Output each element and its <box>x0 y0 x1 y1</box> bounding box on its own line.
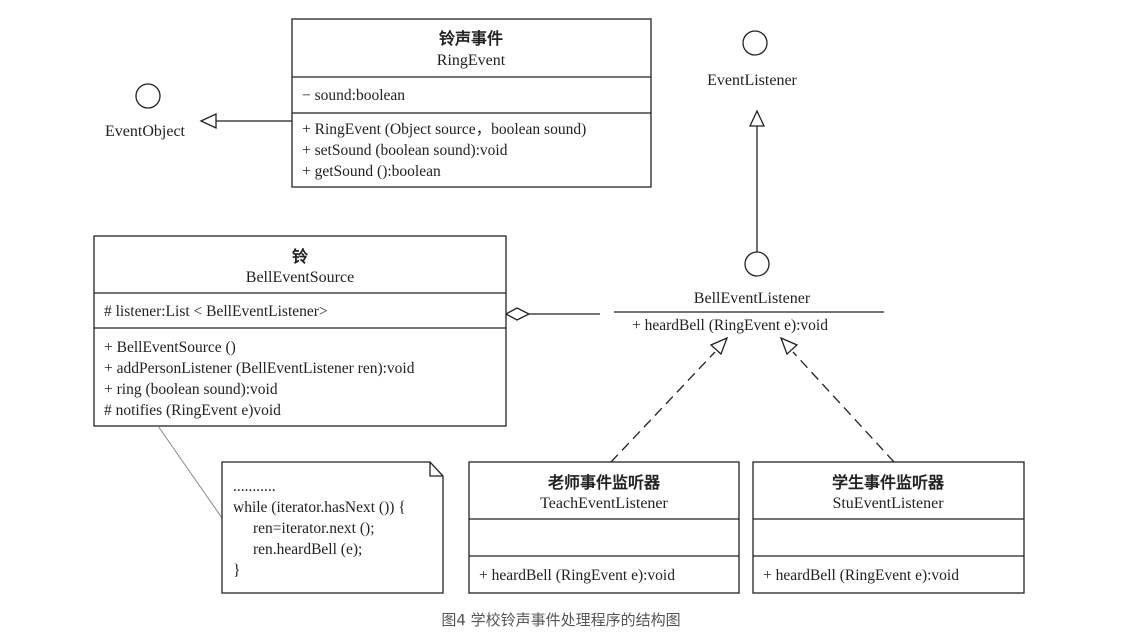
stu-en-name: StuEventListener <box>832 495 944 512</box>
event-object-interface: EventObject <box>105 83 186 140</box>
event-object-circle <box>135 83 161 109</box>
note-line: } <box>233 562 240 579</box>
teach-realization-line <box>610 351 716 463</box>
bell-event-source-en-name: BellEventSource <box>246 269 354 286</box>
ring-event-cn-name: 铃声事件 <box>439 29 503 48</box>
ring-event-attr: − sound:boolean <box>302 87 405 104</box>
ring-event-box <box>291 18 652 188</box>
teach-event-listener-box <box>468 461 740 594</box>
event-listener-circle <box>742 30 768 56</box>
bell-event-source-box <box>93 235 507 427</box>
code-note: ........... while (iterator.hasNext ()) … <box>221 461 444 594</box>
bell-event-source-op: + addPersonListener (BellEventListener r… <box>104 360 415 377</box>
ring-event-op: + getSound ():boolean <box>302 163 441 180</box>
event-listener-label: EventListener <box>707 72 797 89</box>
note-box <box>221 461 444 594</box>
bell-event-source-op: # notifies (RingEvent e)void <box>104 402 281 419</box>
ring-event-class: 铃声事件 RingEvent − sound:boolean + RingEve… <box>291 18 652 188</box>
listener-generalization <box>748 109 766 252</box>
aggregation <box>504 307 600 321</box>
bell-event-source-class: 铃 BellEventSource # listener:List < Bell… <box>93 235 507 427</box>
stu-cn-name: 学生事件监听器 <box>832 473 945 492</box>
teach-op: + heardBell (RingEvent e):void <box>479 567 675 584</box>
stu-event-listener-class: 学生事件监听器 StuEventListener + heardBell (Ri… <box>752 461 1025 594</box>
bell-event-source-cn-name: 铃 <box>292 247 308 266</box>
ring-event-en-name: RingEvent <box>437 52 506 69</box>
note-line: ........... <box>233 478 276 495</box>
teach-realization-arrowhead <box>709 336 729 356</box>
bell-event-source-op: + ring (boolean sound):void <box>104 381 278 398</box>
note-line: while (iterator.hasNext ()) { <box>233 499 406 516</box>
teach-event-listener-class: 老师事件监听器 TeachEventListener + heardBell (… <box>468 461 740 594</box>
ring-event-op: + RingEvent (Object source，boolean sound… <box>302 121 586 138</box>
listener-generalization-arrowhead <box>748 109 766 127</box>
aggregation-diamond <box>504 307 531 321</box>
bell-event-listener-label: BellEventListener <box>694 290 811 307</box>
note-fold <box>429 462 443 477</box>
stu-op: + heardBell (RingEvent e):void <box>763 567 959 584</box>
teach-en-name: TeachEventListener <box>540 495 668 512</box>
generalization-arrowhead <box>199 112 217 130</box>
teach-realization <box>610 336 729 463</box>
event-object-label: EventObject <box>105 123 186 140</box>
stu-event-listener-box <box>752 461 1025 594</box>
event-listener-interface: EventListener <box>707 30 798 89</box>
bell-event-listener-interface: BellEventListener + heardBell (RingEvent… <box>614 251 884 334</box>
bell-event-listener-op: + heardBell (RingEvent e):void <box>632 317 828 334</box>
ring-event-op: + setSound (boolean sound):void <box>302 142 508 159</box>
bell-event-source-attr: # listener:List < BellEventListener> <box>104 303 328 320</box>
stu-realization <box>779 336 895 463</box>
note-anchor-line <box>157 425 223 519</box>
stu-realization-line <box>792 351 895 463</box>
teach-cn-name: 老师事件监听器 <box>547 473 661 492</box>
stu-realization-arrowhead <box>779 336 799 356</box>
figure-caption: 图4 学校铃声事件处理程序的结构图 <box>441 611 680 629</box>
note-line: ren.heardBell (e); <box>253 541 362 558</box>
ring-event-generalization <box>199 112 292 130</box>
note-line: ren=iterator.next (); <box>253 520 375 537</box>
bell-event-source-op: + BellEventSource () <box>104 339 236 356</box>
bell-event-listener-circle <box>744 251 770 277</box>
